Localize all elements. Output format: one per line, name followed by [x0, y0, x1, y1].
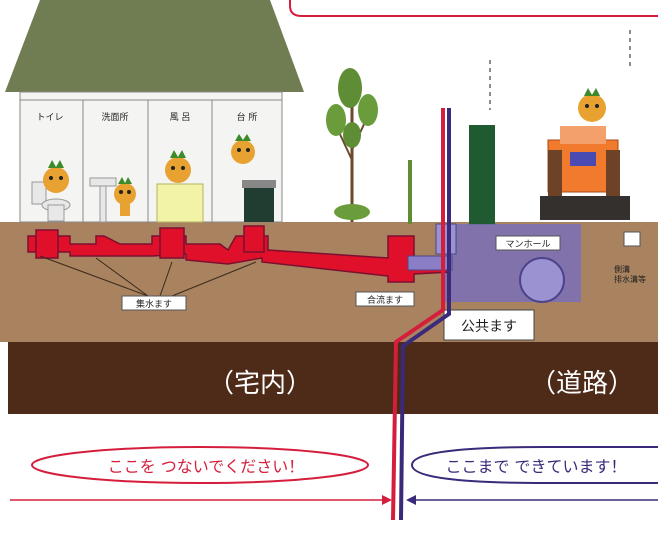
room-label-toilet: トイレ	[36, 113, 63, 123]
public-box-label-bg	[443, 309, 535, 341]
arrow-to-boundary-left	[10, 495, 392, 505]
grass-post	[408, 160, 412, 224]
washbasin-fixture	[89, 177, 117, 223]
drain-channel-label: 側溝 排水溝等	[614, 264, 646, 284]
house: トイレ 洗面所 風 呂 台 所	[5, 0, 304, 223]
drain-inlet	[623, 231, 641, 247]
bathtub-fixture	[156, 183, 204, 223]
road-area-label: （道路）	[530, 369, 634, 399]
collection-box-label-bg	[121, 295, 187, 311]
collection-box-label: 集水ます	[136, 298, 172, 310]
mascot-washroom	[114, 177, 136, 216]
house-roof	[5, 0, 304, 92]
mascot-kitchen	[231, 134, 255, 164]
mascot-toilet	[43, 160, 69, 193]
ground-band	[8, 342, 658, 414]
private-area-label: （宅内）	[208, 369, 312, 399]
tree	[326, 68, 378, 222]
junction-box-label-bg	[355, 291, 415, 307]
connect-here-text: ここを つないでください！	[108, 457, 305, 476]
mascot-bath	[165, 150, 191, 183]
room-label-bath: 風 呂	[170, 112, 191, 123]
arrow-to-boundary-right	[406, 495, 658, 505]
public-drain-pipe	[407, 255, 453, 271]
sink-fixture	[242, 180, 276, 222]
top-callout-border	[289, 0, 658, 17]
room-label-kitchen: 台 所	[237, 111, 258, 123]
junction-box-label: 合流ます	[367, 294, 403, 306]
room-label-washroom: 洗面所	[101, 111, 128, 123]
done-until-here-text: ここまで できています！	[445, 457, 626, 476]
tractor	[540, 88, 630, 220]
private-drain-pipe	[27, 225, 451, 283]
done-until-here-bubble	[410, 446, 658, 484]
public-box-label: 公共ます	[461, 319, 517, 335]
connect-here-bubble	[31, 446, 369, 484]
boundary-line	[391, 108, 451, 521]
manhole-label: マンホール	[505, 239, 550, 250]
collection-box-pointers	[39, 255, 257, 297]
manhole: マンホール	[435, 223, 581, 303]
toilet-fixture	[31, 181, 71, 222]
green-pole	[469, 125, 495, 225]
